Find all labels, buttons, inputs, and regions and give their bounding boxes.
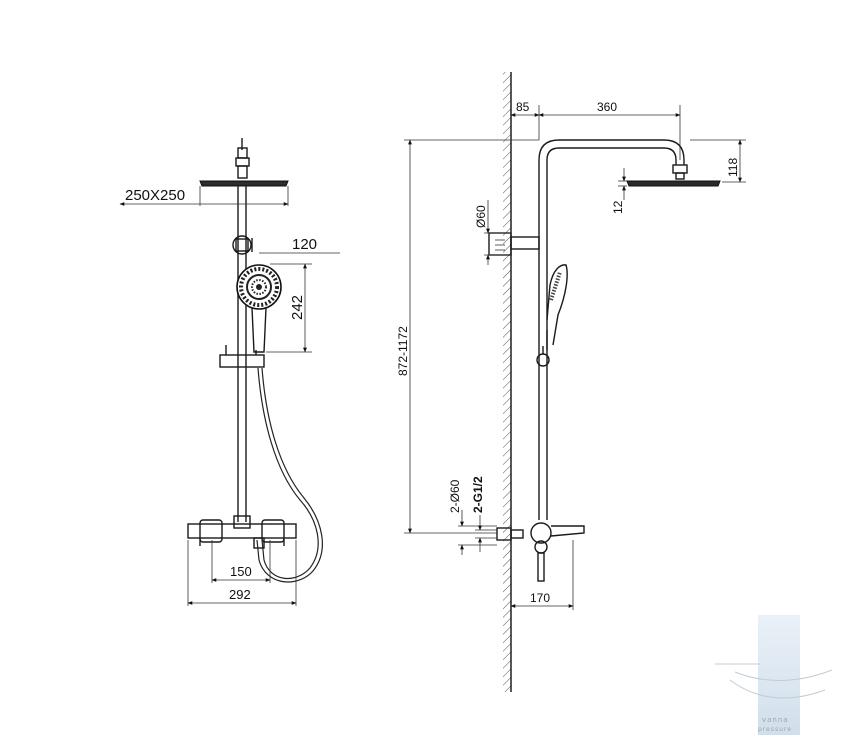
side-view: 85 360 118 12 Ø60 (396, 72, 746, 692)
wall-bracket-side (488, 232, 540, 256)
slide-bracket-front (219, 345, 265, 368)
dim-escutcheon-label: 2-Ø60 (448, 479, 462, 513)
slide-bracket-side (536, 346, 550, 367)
dim-handshower-width-label: 120 (292, 236, 317, 253)
watermark-line1: vanna (762, 716, 789, 724)
dim-head-thickness-label: 12 (611, 200, 625, 214)
dim-arm-reach-label: 360 (597, 100, 617, 114)
dim-handshower-width: 120 (259, 236, 340, 254)
dim-mixer-center: 150 (211, 540, 271, 583)
dim-thread-label: 2-G1/2 (471, 476, 485, 513)
dim-height-range: 872-1172 (396, 139, 539, 534)
rain-head-side (626, 180, 721, 187)
rail-top-fitting (235, 138, 250, 179)
vertical-rail-front (237, 186, 247, 522)
shower-arm-side (538, 139, 688, 180)
dim-arm-drop-label: 118 (726, 158, 740, 177)
dim-wall-offset: 85 (510, 100, 540, 140)
rain-head-front (199, 180, 289, 187)
brand-watermark: vanna pressure (715, 615, 833, 735)
dim-mixer-center-label: 150 (230, 564, 252, 579)
dim-mixer-width: 292 (187, 540, 297, 606)
dim-handshower-height-label: 242 (289, 295, 306, 320)
dim-holder-diameter: Ø60 (474, 200, 511, 265)
dim-head-size: 250X250 (119, 186, 289, 206)
dim-spout-depth-label: 170 (530, 591, 550, 605)
dim-handshower-height: 242 (266, 263, 312, 353)
dim-spout-depth: 170 (510, 540, 574, 610)
front-view: 250X250 120 242 150 292 (119, 138, 340, 606)
dim-arm-drop: 118 (690, 139, 746, 183)
hand-shower-side (546, 264, 568, 350)
dim-mixer-width-label: 292 (229, 587, 251, 602)
wall (503, 72, 512, 692)
dim-thread: 2-G1/2 (471, 476, 497, 552)
dim-height-range-label: 872-1172 (396, 326, 410, 376)
dim-head-thickness: 12 (611, 168, 627, 214)
diverter-knob-front (232, 235, 253, 255)
dim-head-size-label: 250X250 (125, 187, 185, 204)
vertical-rail-side (538, 160, 548, 520)
dim-escutcheon: 2-Ø60 (448, 479, 497, 555)
hand-shower-front (236, 264, 282, 353)
dim-holder-diameter-label: Ø60 (474, 205, 488, 228)
dim-arm-reach: 360 (538, 100, 681, 160)
mixer-body-front (187, 515, 297, 549)
hose (257, 367, 319, 580)
mixer-body-side (496, 522, 585, 582)
watermark-line2: pressure (758, 726, 792, 733)
dim-wall-offset-label: 85 (516, 100, 530, 114)
